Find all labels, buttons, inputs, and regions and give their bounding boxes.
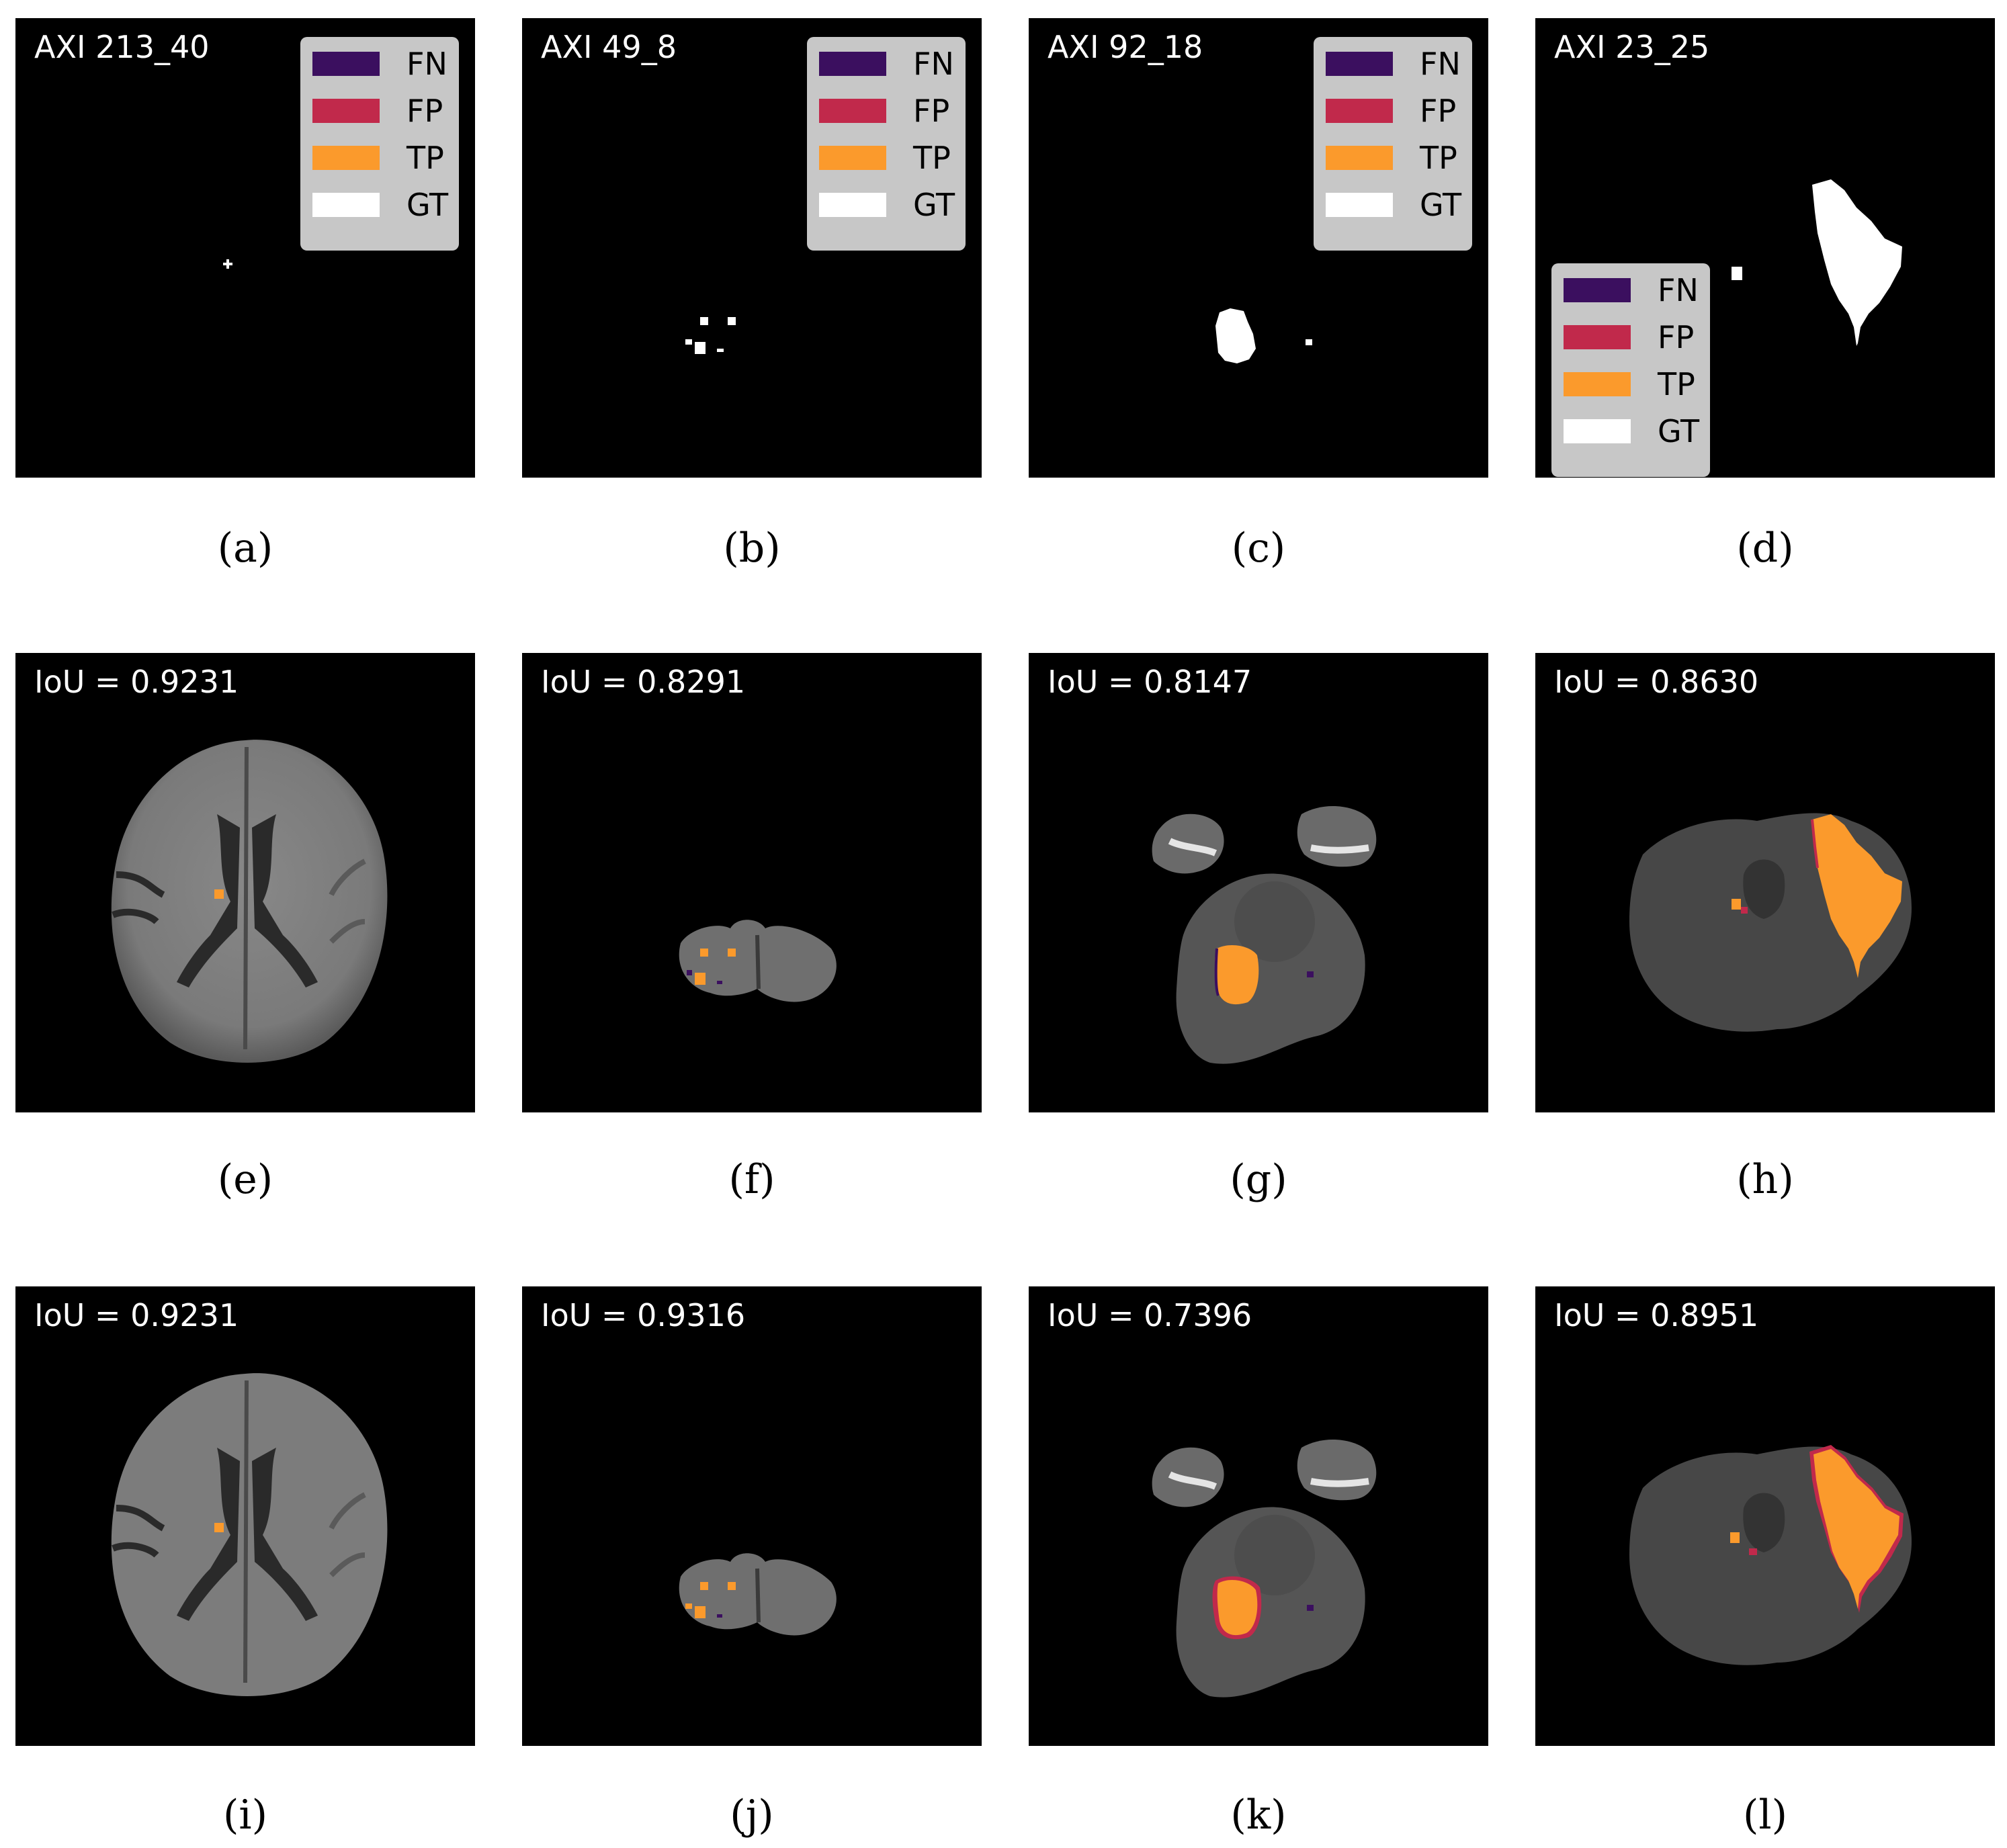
gt-mask-image: [223, 259, 232, 269]
panel-title: AXI 49_8: [541, 29, 677, 65]
caption-l: (l): [1742, 1792, 1787, 1839]
panel-title: IoU = 0.8291: [541, 664, 746, 700]
panel-title: IoU = 0.9316: [541, 1297, 746, 1333]
caption-f: (f): [728, 1156, 775, 1203]
panel-title: IoU = 0.9231: [34, 1297, 239, 1333]
panel-d: AXI 23_25 FN FP TP GT: [1535, 18, 1995, 478]
legend: FN FP TP GT: [1314, 37, 1472, 251]
panel-e: IoU = 0.9231: [15, 653, 475, 1112]
legend-item-fn: FN: [312, 46, 454, 81]
caption-j: (j): [730, 1792, 774, 1839]
brain-mri-overlay-image: [1152, 1439, 1377, 1698]
legend-item-fn: FN: [819, 46, 960, 81]
caption-h: (h): [1736, 1156, 1794, 1203]
caption-k: (k): [1230, 1792, 1287, 1839]
brain-mri-overlay-image: [679, 1553, 837, 1636]
legend-item-fp: FP: [819, 93, 960, 128]
brain-mri-overlay-image: [111, 1373, 388, 1696]
panel-title: IoU = 0.7396: [1048, 1297, 1252, 1333]
panel-title: IoU = 0.8147: [1048, 664, 1252, 700]
panel-i: IoU = 0.9231: [15, 1286, 475, 1746]
legend-item-gt: GT: [1564, 414, 1705, 449]
panel-g: IoU = 0.8147: [1029, 653, 1488, 1112]
panel-title: IoU = 0.8951: [1554, 1297, 1759, 1333]
gt-mask-image: [1215, 308, 1312, 363]
brain-mri-overlay-image: [679, 920, 837, 1002]
brain-mri-overlay-image: [1629, 813, 1912, 1032]
legend-item-fp: FP: [1564, 320, 1705, 355]
legend-item-gt: GT: [1326, 187, 1467, 222]
legend-item-fp: FP: [1326, 93, 1467, 128]
legend-item-gt: GT: [312, 187, 454, 222]
legend-item-tp: TP: [819, 140, 960, 175]
legend: FN FP TP GT: [300, 37, 459, 251]
panel-l: IoU = 0.8951: [1535, 1286, 1995, 1746]
caption-d: (d): [1736, 525, 1794, 572]
brain-mri-overlay-image: [1629, 1445, 1912, 1665]
panel-title: AXI 213_40: [34, 29, 210, 65]
gt-mask-image: [685, 317, 736, 354]
caption-a: (a): [217, 525, 273, 572]
legend-item-tp: TP: [312, 140, 454, 175]
panel-k: IoU = 0.7396: [1029, 1286, 1488, 1746]
brain-mri-overlay-image: [111, 740, 388, 1063]
caption-c: (c): [1231, 525, 1286, 572]
panel-title: IoU = 0.8630: [1554, 664, 1759, 700]
caption-e: (e): [217, 1156, 273, 1203]
legend: FN FP TP GT: [1551, 263, 1710, 477]
legend-item-fp: FP: [312, 93, 454, 128]
panel-a: AXI 213_40 FN FP TP GT: [15, 18, 475, 478]
legend-item-tp: TP: [1326, 140, 1467, 175]
legend-item-tp: TP: [1564, 367, 1705, 402]
caption-i: (i): [222, 1792, 267, 1839]
legend: FN FP TP GT: [807, 37, 966, 251]
legend-item-fn: FN: [1564, 273, 1705, 308]
panel-title: AXI 23_25: [1554, 29, 1710, 65]
caption-g: (g): [1230, 1156, 1287, 1203]
panel-j: IoU = 0.9316: [522, 1286, 982, 1746]
caption-b: (b): [723, 525, 781, 572]
gt-mask-image: [1732, 179, 1902, 346]
legend-item-gt: GT: [819, 187, 960, 222]
panel-title: IoU = 0.9231: [34, 664, 239, 700]
brain-mri-overlay-image: [1152, 805, 1377, 1064]
panel-f: IoU = 0.8291: [522, 653, 982, 1112]
panel-b: AXI 49_8 FN FP TP GT: [522, 18, 982, 478]
panel-c: AXI 92_18 FN FP TP GT: [1029, 18, 1488, 478]
legend-item-fn: FN: [1326, 46, 1467, 81]
panel-title: AXI 92_18: [1048, 29, 1203, 65]
panel-h: IoU = 0.8630: [1535, 653, 1995, 1112]
